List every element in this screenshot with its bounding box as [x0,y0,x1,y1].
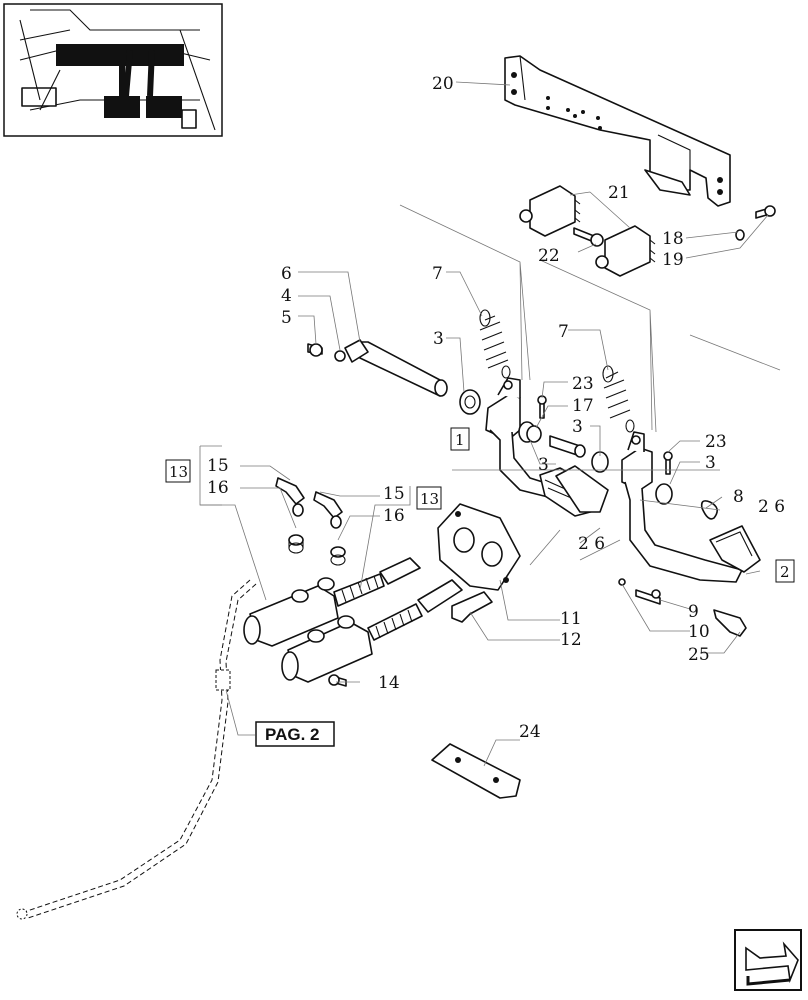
assembly-lines [399,204,781,566]
leader-lines [199,81,769,767]
callout-6: 6 [281,264,292,284]
callout-19: 19 [662,250,684,270]
callout-16-b: 16 [383,506,405,526]
part-26-pedal-pad-left[interactable] [555,465,609,513]
callout-18: 18 [662,229,684,249]
callout-7-right: 7 [558,322,569,342]
part-7-spring-left[interactable] [479,309,511,379]
boxed-callout-2: 2 [780,563,790,581]
boxed-callouts: 1 2 13 13 [165,427,795,583]
part-11-mounting-plate[interactable] [437,503,521,591]
callout-26-b: 2 6 [578,534,605,554]
boxed-callout-13-b: 13 [420,490,439,508]
master-cylinder-lower[interactable] [281,579,463,683]
boxed-callout-13-a: 13 [169,463,188,481]
callout-3-c: 3 [538,455,549,475]
callout-22: 22 [538,246,560,266]
callout-17: 17 [572,396,594,416]
callout-25: 25 [688,645,710,665]
callout-23-b: 23 [705,432,727,452]
callout-12: 12 [560,630,582,650]
callout-26-a: 2 6 [758,497,785,517]
part-16-seals[interactable] [288,534,346,566]
part-15-elbow-fittings[interactable] [275,477,343,529]
part-14-screw[interactable] [328,674,347,687]
part-18-19-washer-screw[interactable] [735,205,776,241]
callout-16-a: 16 [207,478,229,498]
part-22-screw[interactable] [573,227,604,247]
part-7-spring-right[interactable] [602,365,635,433]
callout-3-a: 3 [433,329,444,349]
callout-15-b: 15 [383,484,405,504]
part-12-clip[interactable] [451,591,493,623]
page-reference-label: PAG. 2 [265,725,319,744]
callout-5: 5 [281,308,292,328]
next-page-arrow-icon[interactable] [734,929,802,991]
callout-24: 24 [519,722,541,742]
callout-21: 21 [608,183,630,203]
boxed-callout-1: 1 [455,431,465,449]
part-25-fork[interactable] [713,609,747,637]
callout-15-a: 15 [207,456,229,476]
callout-3-d: 3 [705,453,716,473]
callout-9: 9 [688,602,699,622]
callout-labels: 20 21 22 18 19 6 4 5 7 3 7 23 17 3 3 23 … [207,74,785,742]
callout-3-b: 3 [572,417,583,437]
callout-20: 20 [432,74,454,94]
callout-7-left: 7 [432,264,443,284]
callout-4: 4 [281,286,292,306]
page-reference[interactable]: PAG. 2 [255,721,335,747]
part-20-support-bracket[interactable] [504,55,731,207]
callout-10: 10 [688,622,710,642]
callout-23-a: 23 [572,374,594,394]
location-thumbnail [3,3,223,137]
callout-8: 8 [733,487,744,507]
callout-11: 11 [560,609,582,629]
callout-14: 14 [378,673,400,693]
part-8-clip[interactable] [700,500,718,520]
part-10-clip[interactable] [618,578,626,586]
hydraulic-hose [16,579,257,920]
part-9-pin[interactable] [635,589,661,605]
part-3-bushings-and-17-pin[interactable] [518,421,673,505]
part-6-pivot-shaft[interactable] [307,339,448,397]
master-cylinder-upper[interactable] [243,557,421,647]
part-2-brake-pedal[interactable] [621,431,761,583]
part-21-switches[interactable] [519,185,656,277]
part-24-plate[interactable] [431,743,521,799]
